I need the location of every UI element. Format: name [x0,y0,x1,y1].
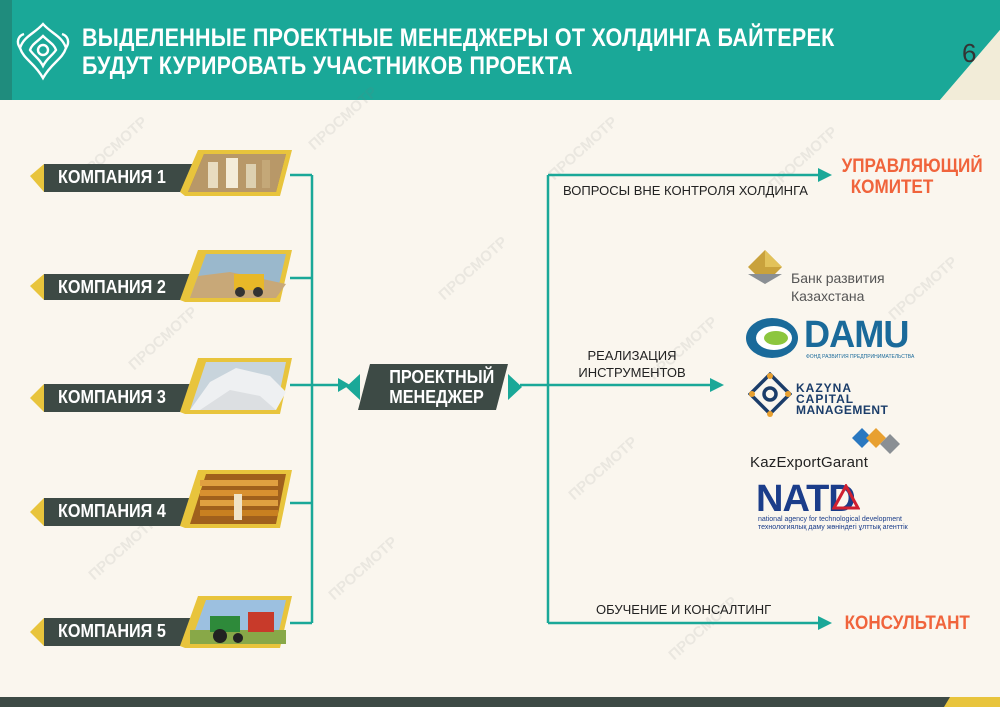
branch-label-middle-line-2: ИНСТРУМЕНТОВ [572,364,692,381]
salt-pile-photo-icon [190,362,286,410]
damu-logo-subtitle: ФОНД РАЗВИТИЯ ПРЕДПРИНИМАТЕЛЬСТВА [806,354,914,360]
natd-logo[interactable]: NATD national agency for technological d… [756,482,916,534]
target-management-committee-line-1: УПРАВЛЯЮЩИЙ [842,156,943,177]
bank-development-logo[interactable]: Банк развития Казахстана [744,246,914,306]
branch-label-bottom: ОБУЧЕНИЕ И КОНСАЛТИНГ [596,601,771,618]
damu-logo[interactable]: DAMU ФОНД РАЗВИТИЯ ПРЕДПРИНИМАТЕЛЬСТВА [744,316,914,362]
natd-accent-icon [832,484,860,510]
company-label-1: КОМПАНИЯ 1 [58,167,166,188]
kazexportgarant-logo[interactable]: KazExportGarant [750,426,910,476]
bank-logo-line-2: Казахстана [791,288,864,305]
natd-logo-subtitle-1: national agency for technological develo… [758,516,902,523]
company-card-1[interactable]: КОМПАНИЯ 1 [30,148,292,204]
project-manager-line-1: ПРОЕКТНЫЙ [389,367,483,387]
natd-logo-subtitle-2: технологиялық даму жөніндегі ұлттық аген… [758,524,908,531]
damu-logo-name: DAMU [804,314,908,357]
company-card-3[interactable]: КОМПАНИЯ 3 [30,356,292,416]
target-consultant: КОНСУЛЬТАНТ [845,613,964,634]
bank-diamond-icon [744,246,786,288]
quarry-truck-photo-icon [190,254,286,298]
company-card-4[interactable]: КОМПАНИЯ 4 [30,470,292,530]
branch-label-middle-line-1: РЕАЛИЗАЦИЯ [572,347,692,364]
company-label-5: КОМПАНИЯ 5 [58,621,166,642]
company-label-4: КОМПАНИЯ 4 [58,501,166,522]
company-label-2: КОМПАНИЯ 2 [58,277,166,298]
warehouse-photo-icon [190,474,286,524]
footer-bar [0,697,1000,707]
company-card-2[interactable]: КОМПАНИЯ 2 [30,250,292,306]
project-manager-box[interactable]: ПРОЕКТНЫЙ МЕНЕДЖЕР [346,362,522,412]
kazyna-ornament-icon [748,372,792,420]
kazexportgarant-logo-name: KazExportGarant [750,454,868,471]
kazyna-logo-line-3: MANAGEMENT [796,404,888,416]
tractor-photo-icon [190,600,286,644]
kazyna-logo[interactable]: KAZYNA CAPITAL MANAGEMENT [748,372,918,424]
company-card-5[interactable]: КОМПАНИЯ 5 [30,596,292,652]
target-management-committee-line-2: КОМИТЕТ [842,177,943,198]
bank-logo-line-1: Банк развития [791,270,885,287]
project-manager-line-2: МЕНЕДЖЕР [389,387,483,407]
company-label-3: КОМПАНИЯ 3 [58,387,166,408]
factory-photo-icon [188,154,286,192]
branch-label-top: ВОПРОСЫ ВНЕ КОНТРОЛЯ ХОЛДИНГА [563,182,808,199]
damu-emblem-icon [744,316,802,360]
kazexport-diamonds-icon [850,426,904,456]
